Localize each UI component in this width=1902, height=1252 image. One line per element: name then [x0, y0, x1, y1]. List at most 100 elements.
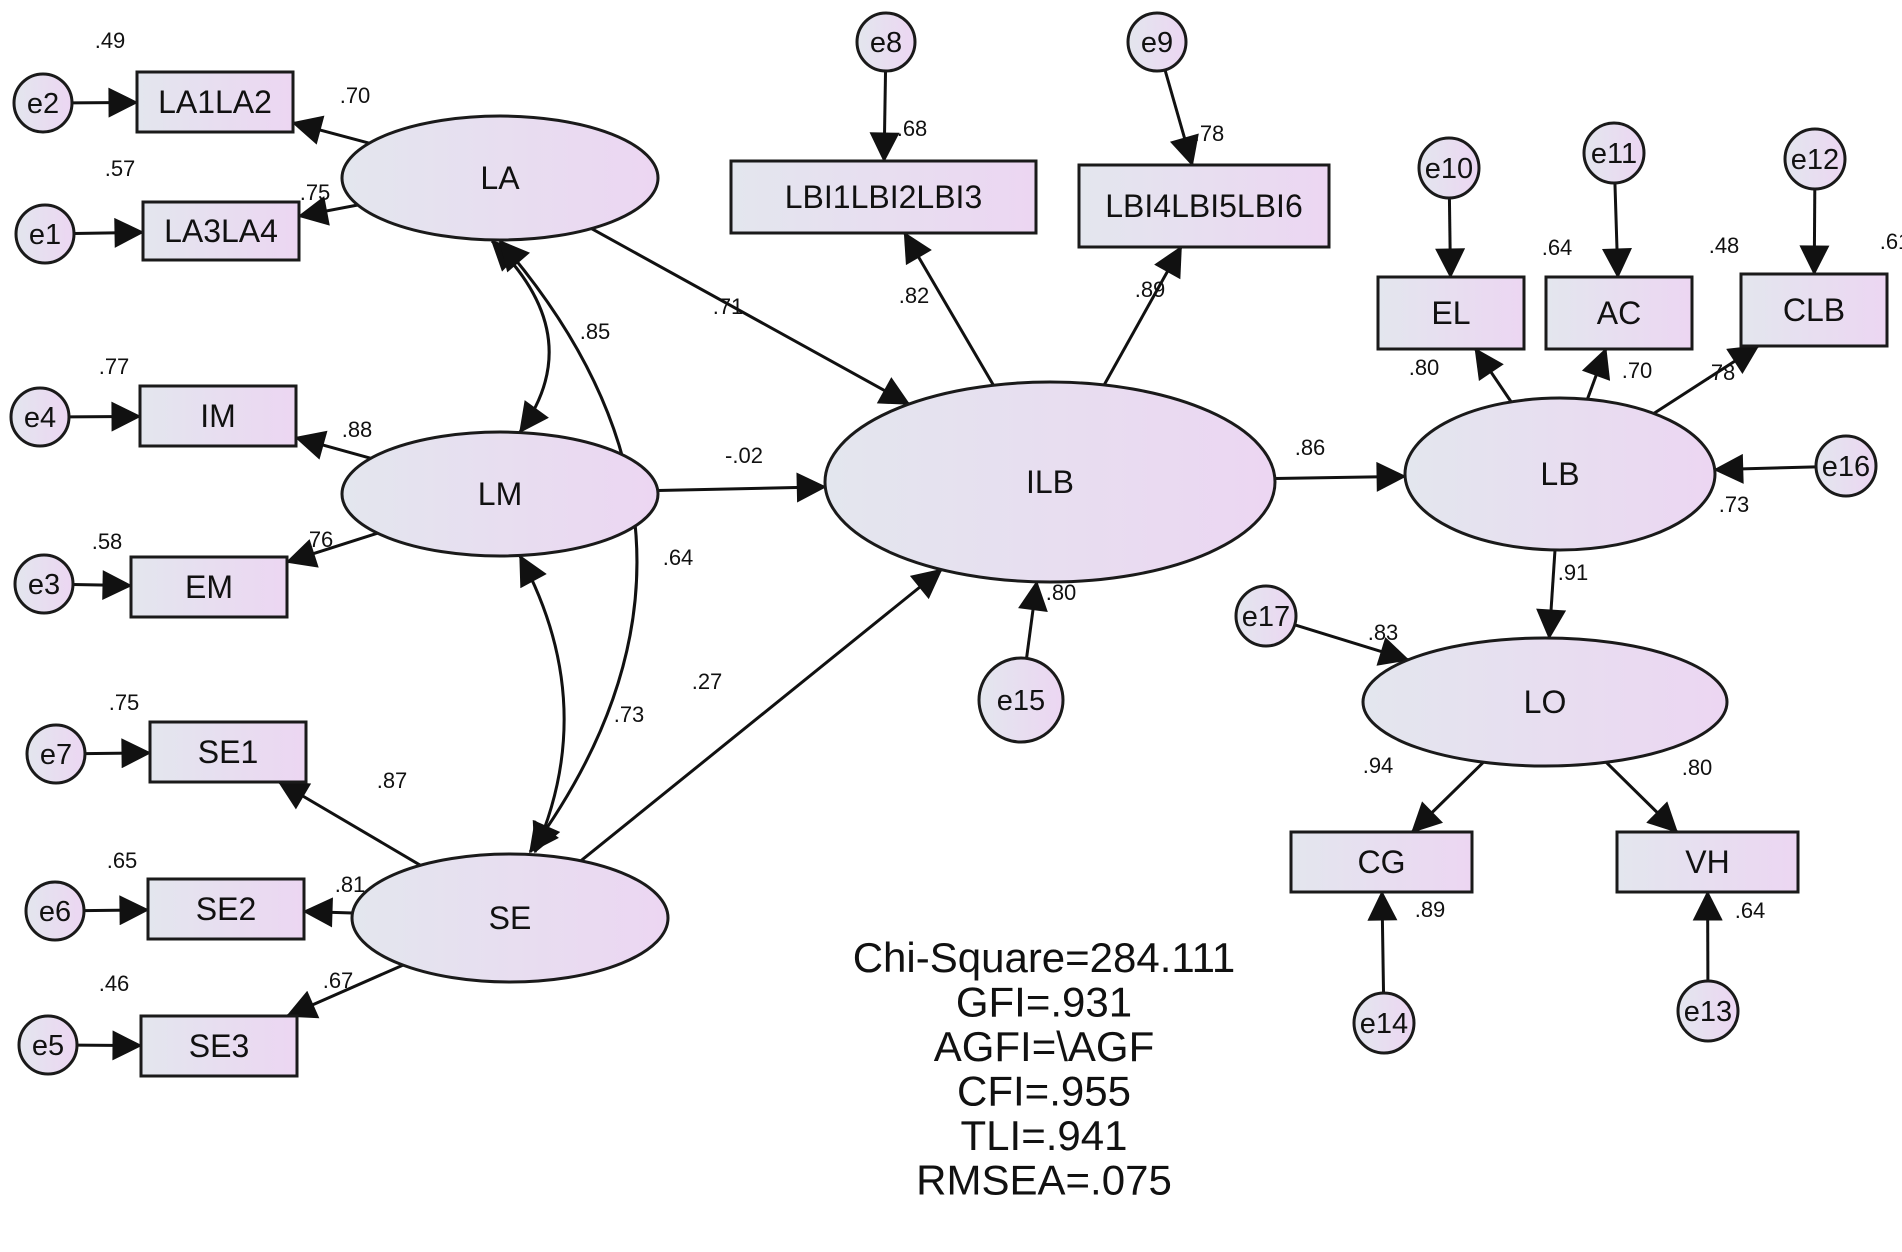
- correlation-value-la-se: .64: [663, 545, 694, 570]
- loading-arrow-la-la3la4: [297, 196, 359, 226]
- observed-label-clb: CLB: [1783, 292, 1845, 328]
- observed-label-se1: SE1: [198, 734, 258, 770]
- latent-label-se: SE: [489, 900, 532, 936]
- observed-box-lbi4lbi5lbi6: [1077, 163, 1331, 249]
- observed-label-lbi4lbi5lbi6: LBI4LBI5LBI6: [1105, 188, 1302, 224]
- latent-label-lo: LO: [1524, 684, 1567, 720]
- r-squared-ilb: .80: [1046, 580, 1077, 605]
- observed-box-clb: [1739, 272, 1889, 348]
- disturbance-arrow-e16: [1713, 453, 1817, 484]
- loading-arrow-lm-im: [294, 430, 372, 460]
- r-squared-se2: .65: [107, 848, 138, 873]
- r-squared-cg: .89: [1415, 897, 1446, 922]
- loading-value-em: .76: [303, 527, 334, 552]
- observed-label-lbi1lbi2lbi3: LBI1LBI2LBI3: [785, 179, 982, 215]
- fit-index-line: CFI=.955: [957, 1068, 1131, 1115]
- loading-value-la3la4: .75: [300, 180, 331, 205]
- disturbance-arrow-e17: [1294, 623, 1410, 666]
- error-label-e7: e7: [40, 739, 72, 771]
- loading-arrow-lb-el: [1474, 347, 1513, 403]
- observed-box-em: [129, 555, 289, 619]
- latent-ellipse-lm: [340, 430, 660, 558]
- loading-arrow-se-se3: [285, 963, 404, 1019]
- latent-ellipse-se: [350, 852, 670, 984]
- loading-value-se2: .81: [335, 872, 366, 897]
- error-label-e17: e17: [1242, 601, 1290, 633]
- path-value-lb-lo: .91: [1558, 560, 1589, 585]
- correlation-value-lm-se: .73: [614, 702, 645, 727]
- error-label-e4: e4: [24, 402, 56, 434]
- error-circle-e6: [24, 880, 86, 942]
- error-label-e11: e11: [1591, 138, 1637, 170]
- error-circle-e9: [1126, 11, 1188, 73]
- r-squared-em: .58: [92, 529, 123, 554]
- error-circle-e15: [977, 656, 1065, 744]
- observed-box-se1: [148, 720, 308, 784]
- loading-value-lbi4lbi5lbi6: .89: [1135, 277, 1166, 302]
- loading-arrow-lb-ac: [1581, 347, 1611, 400]
- r-squared-vh: .64: [1735, 898, 1766, 923]
- error-circle-e14: [1352, 991, 1416, 1055]
- latent-label-lb: LB: [1540, 456, 1579, 492]
- error-arrow-lbi1lbi2lbi3: [869, 70, 900, 163]
- error-label-e15: e15: [997, 685, 1045, 717]
- error-circle-e12: [1783, 127, 1847, 191]
- loading-value-lbi1lbi2lbi3: .82: [899, 283, 930, 308]
- error-circle-e8: [855, 11, 917, 73]
- fit-index-line: AGFI=\AGF: [934, 1023, 1155, 1070]
- error-label-e6: e6: [39, 896, 71, 928]
- r-squared-clb: .61: [1880, 229, 1902, 254]
- loading-arrow-se-se2: [302, 897, 353, 928]
- path-value-lm-ilb: -.02: [725, 443, 763, 468]
- error-circle-e4: [9, 386, 71, 448]
- error-circle-e10: [1417, 136, 1481, 200]
- loading-arrow-lo-cg: [1411, 761, 1485, 834]
- error-arrow-clb: [1799, 188, 1830, 276]
- observed-label-se2: SE2: [196, 891, 256, 927]
- loading-value-ac: .70: [1622, 358, 1653, 383]
- error-label-e12: e12: [1791, 144, 1839, 176]
- error-arrow-se1: [84, 738, 152, 769]
- correlation-curve-la-lm: [490, 239, 551, 434]
- observed-box-vh: [1615, 830, 1800, 894]
- error-label-e9: e9: [1141, 27, 1173, 59]
- loading-arrow-lb-clb: [1652, 344, 1760, 415]
- error-circle-e2: [12, 72, 74, 134]
- error-circle-e3: [13, 553, 75, 615]
- loading-arrow-ilb-lbi1lbi2lbi3: [903, 231, 995, 386]
- error-label-e16: e16: [1822, 451, 1870, 483]
- loading-value-clb: .78: [1705, 360, 1736, 385]
- loading-value-im: .88: [342, 417, 373, 442]
- loading-value-el: .80: [1409, 355, 1440, 380]
- error-label-e13: e13: [1684, 996, 1732, 1028]
- observed-label-im: IM: [200, 398, 236, 434]
- disturbance-arrow-e15: [1018, 580, 1048, 659]
- error-label-e14: e14: [1360, 1008, 1408, 1040]
- observed-box-lbi1lbi2lbi3: [729, 159, 1038, 235]
- loading-arrow-se-se1: [277, 780, 422, 867]
- r-squared-se1: .75: [109, 690, 140, 715]
- loading-arrow-lm-em: [285, 531, 378, 568]
- error-arrow-se2: [83, 895, 150, 926]
- error-arrow-cg: [1367, 890, 1398, 994]
- path-arrow-se-ilb: [579, 568, 943, 862]
- r-squared-im: .77: [99, 354, 130, 379]
- error-arrow-em: [72, 570, 133, 601]
- error-circle-e16: [1814, 434, 1878, 498]
- r-squared-se3: .46: [99, 971, 130, 996]
- path-arrows: [68, 69, 1830, 1061]
- observed-box-la3la4: [141, 200, 301, 262]
- observed-label-la3la4: LA3LA4: [164, 213, 278, 249]
- fit-index-line: GFI=.931: [956, 979, 1132, 1026]
- observed-label-se3: SE3: [189, 1028, 249, 1064]
- r-squared-la3la4: .57: [105, 156, 136, 181]
- error-arrow-lbi4lbi5lbi6: [1163, 69, 1199, 167]
- coefficient-labels: .70.75.88.76.87.81.67.82.89.80.70.78.94.…: [92, 28, 1902, 996]
- observed-box-la1la2: [135, 70, 295, 134]
- latent-ellipse-ilb: [823, 380, 1277, 584]
- path-arrow-lm-ilb: [657, 472, 827, 503]
- fit-index-line: RMSEA=.075: [916, 1157, 1172, 1204]
- error-label-e3: e3: [28, 569, 60, 601]
- error-label-e10: e10: [1425, 153, 1473, 185]
